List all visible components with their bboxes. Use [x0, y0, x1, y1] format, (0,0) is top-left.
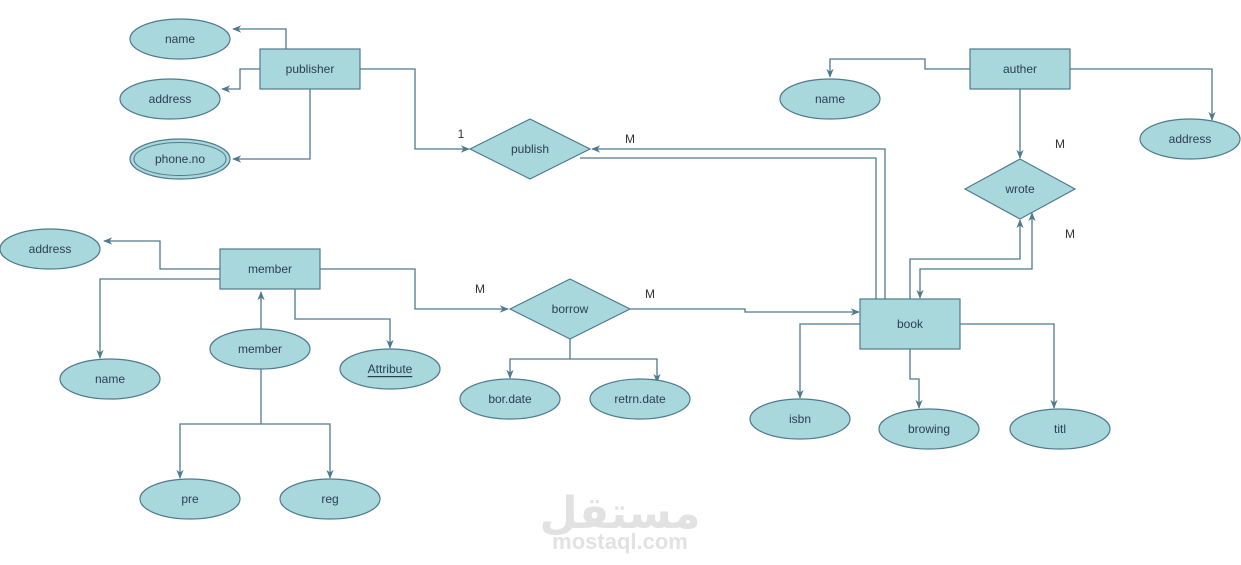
attribute-publisher-address[interactable]: address	[119, 78, 221, 120]
relationship-borrow-label: borrow	[552, 302, 589, 316]
cardinality-book-publish: M	[625, 132, 635, 146]
attribute-member-reg[interactable]: reg	[279, 478, 381, 520]
attribute-label: bor.date	[488, 392, 532, 406]
watermark-arabic: مستقل	[540, 488, 701, 539]
entity-member-label: member	[248, 262, 292, 276]
attribute-label: address	[149, 92, 192, 106]
entity-book[interactable]: book	[859, 298, 961, 350]
attribute-label: member	[238, 342, 282, 356]
edge-member-name	[96, 278, 220, 359]
attribute-auther-address[interactable]: address	[1139, 118, 1241, 160]
attribute-label: reg	[321, 492, 338, 506]
entity-auther-label: auther	[1003, 62, 1037, 76]
attribute-book-isbn[interactable]: isbn	[749, 398, 851, 440]
edge-publisher-publish	[360, 68, 470, 153]
entity-publisher[interactable]: publisher	[259, 48, 361, 90]
edge-publisher-phone	[232, 89, 311, 163]
relationship-wrote-label: wrote	[1004, 182, 1035, 196]
edge-book-publish	[591, 145, 886, 299]
relationship-publish-label: publish	[511, 142, 549, 156]
attribute-borrow-bor-date[interactable]: bor.date	[459, 378, 561, 420]
attribute-member-key[interactable]: Attribute	[339, 348, 441, 390]
entity-book-label: book	[897, 317, 924, 331]
edge-borrow-bordate	[506, 339, 571, 379]
entity-member[interactable]: member	[219, 248, 321, 290]
edge-publisher-name	[232, 25, 287, 49]
attribute-label: name	[95, 372, 125, 386]
attribute-label: address	[1169, 132, 1212, 146]
watermark-latin: mostaql.com	[552, 529, 688, 554]
attribute-book-browing[interactable]: browing	[878, 408, 980, 450]
edge-borrow-retrndate	[570, 358, 661, 383]
edge-book-titl	[960, 323, 1058, 409]
relationship-publish[interactable]: publish	[468, 118, 592, 180]
attribute-label: phone.no	[155, 152, 205, 166]
attribute-label: Attribute	[368, 362, 413, 376]
edge-publisher-address	[221, 68, 260, 93]
cardinality-auther-wrote: M	[1055, 137, 1065, 151]
cardinality-member-borrow: M	[475, 282, 485, 296]
edge-member-address	[103, 237, 220, 270]
attribute-label: pre	[181, 492, 199, 506]
cardinality-borrow-book: M	[645, 287, 655, 301]
attribute-member-address[interactable]: address	[0, 228, 101, 270]
edge-book-isbn	[796, 323, 860, 399]
cardinality-book-wrote: M	[1065, 227, 1075, 241]
attribute-label: retrn.date	[614, 392, 666, 406]
attribute-label: isbn	[789, 412, 811, 426]
attribute-label: titl	[1054, 422, 1066, 436]
attribute-book-titl[interactable]: titl	[1009, 408, 1111, 450]
attribute-member-pre[interactable]: pre	[139, 478, 241, 520]
relationship-borrow[interactable]: borrow	[508, 278, 632, 340]
watermark: مستقل mostaql.com	[540, 488, 701, 554]
entity-auther[interactable]: auther	[969, 48, 1071, 90]
relationship-wrote[interactable]: wrote	[963, 158, 1077, 220]
edge-member-attribute	[294, 289, 394, 349]
attribute-publisher-name[interactable]: name	[129, 18, 231, 60]
attribute-borrow-retrn-date[interactable]: retrn.date	[589, 378, 691, 420]
attribute-label: address	[29, 242, 72, 256]
attribute-publisher-phone-multivalued[interactable]: phone.no	[129, 138, 231, 180]
edge-member-borrow	[320, 268, 509, 313]
entity-publisher-label: publisher	[286, 62, 335, 76]
edge-borrow-book	[630, 308, 860, 316]
edge-auther-address	[1070, 68, 1216, 121]
connectors	[96, 25, 1216, 479]
edge-book-publish-2	[580, 157, 877, 299]
attribute-label: browing	[908, 422, 950, 436]
edge-wrote-book	[916, 212, 1036, 299]
edge-auther-name	[826, 58, 970, 78]
attribute-member-composite[interactable]: member	[209, 328, 311, 370]
attribute-label: name	[815, 92, 845, 106]
attribute-label: name	[165, 32, 195, 46]
cardinality-publisher-publish: 1	[458, 127, 465, 141]
edge-member-pre	[176, 369, 262, 479]
edge-member-reg	[261, 423, 334, 479]
edge-book-browing	[909, 349, 923, 409]
attribute-member-name[interactable]: name	[59, 358, 161, 400]
attribute-auther-name[interactable]: name	[779, 78, 881, 120]
edge-book-wrote	[909, 219, 1024, 299]
